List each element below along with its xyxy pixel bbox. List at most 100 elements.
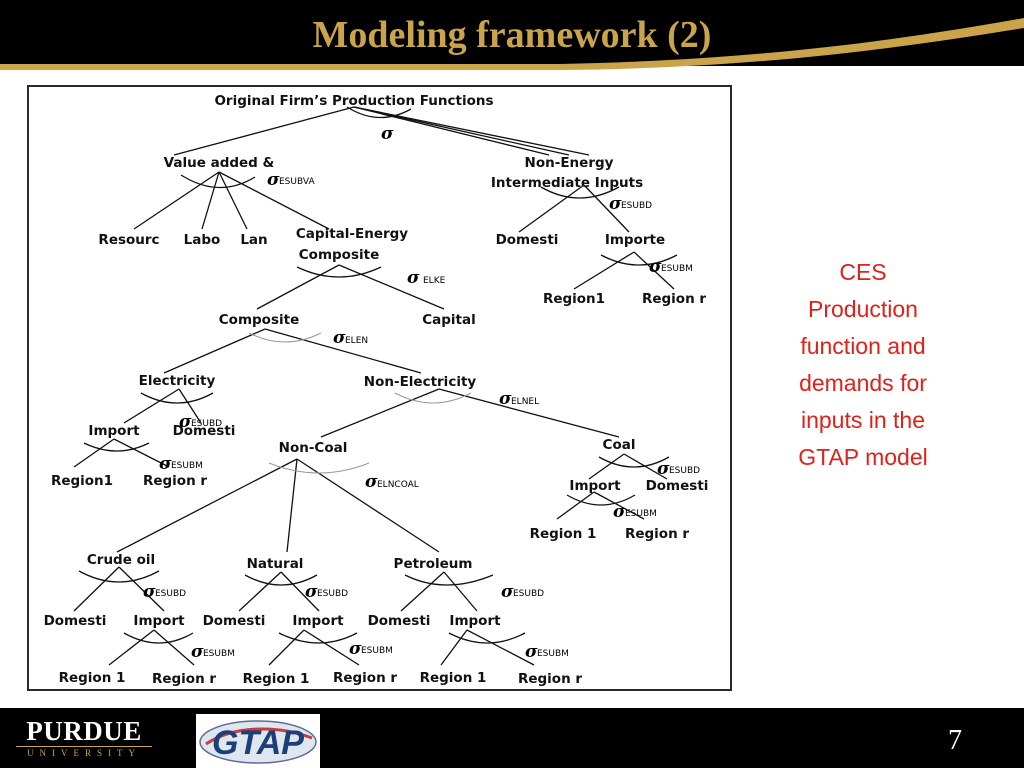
edge (113, 438, 170, 468)
elasticity-arc (268, 462, 370, 474)
edge (573, 251, 635, 290)
sigma-label: σ (349, 639, 362, 659)
sigma-label: σ (179, 412, 192, 432)
sigma-label: σ (333, 328, 346, 348)
sigma-esubd: ESUBD (621, 201, 652, 211)
sigma-root: σ (381, 124, 394, 144)
node-region-1: Region 1 (243, 671, 310, 687)
sigma-label: σ (501, 582, 514, 602)
purdue-name: PURDUE (26, 716, 142, 746)
node-crude-oil: Crude oil (87, 552, 155, 568)
elasticity-arc (296, 266, 382, 278)
edge (280, 571, 320, 612)
edge (556, 491, 595, 520)
edge (353, 106, 550, 156)
edge (443, 571, 478, 612)
node-labor: Labo (184, 232, 221, 248)
edge (588, 453, 625, 480)
node-domestic: Domesti (203, 613, 266, 629)
elasticity-arc (566, 494, 636, 506)
edge (116, 458, 298, 553)
node-region-r: Region r (333, 670, 397, 686)
node-domestic: Domesti (368, 613, 431, 629)
edge (466, 629, 535, 666)
sigma-esubm: ESUBM (661, 264, 693, 274)
node-coal: Coal (603, 437, 636, 453)
edge (173, 106, 355, 156)
node-domestic: Domesti (173, 423, 236, 439)
edge (238, 571, 282, 612)
sigma-esubd: ESUBD (317, 589, 348, 599)
sigma-elnel: ELNEL (511, 397, 539, 407)
edge (286, 458, 298, 553)
node-root: Original Firm’s Production Functions (214, 93, 493, 109)
edge (353, 106, 570, 156)
node-region-1: Region 1 (59, 670, 126, 686)
slide-title: Modeling framework (2) (312, 14, 712, 56)
footer-bar (0, 708, 1024, 768)
node-electricity: Electricity (139, 373, 216, 389)
node-non-energy-line2: Intermediate Inputs (491, 175, 643, 191)
sigma-label: σ (649, 257, 662, 277)
sigma-label: σ (613, 502, 626, 522)
edge (583, 184, 630, 233)
node-region-r: Region r (152, 671, 216, 687)
node-resource: Resourc (98, 232, 159, 248)
node-import: Import (88, 423, 140, 439)
node-region-r: Region r (143, 473, 207, 489)
edge (108, 629, 155, 666)
elasticity-arc (600, 254, 678, 266)
node-region-1: Region 1 (530, 526, 597, 542)
sigma-label: σ (267, 170, 280, 190)
sigma-esubm: ESUBM (361, 646, 393, 656)
sigma-esubd: ESUBD (191, 419, 222, 429)
edge (256, 264, 340, 310)
node-value-added: Value added & (164, 155, 275, 171)
side-note-line: inputs in the (800, 407, 926, 433)
ces-nesting-diagram: Original Firm’s Production Functions σ V… (44, 93, 709, 687)
side-note-line: function and (800, 333, 926, 359)
gtap-text: GTAP (212, 724, 304, 762)
sigma-label: σ (407, 268, 420, 288)
node-region1: Region1 (543, 291, 605, 307)
edge (400, 571, 445, 612)
node-region-r: Region r (518, 671, 582, 687)
sigma-esubm: ESUBM (203, 649, 235, 659)
elasticity-arc (404, 574, 494, 586)
side-note: CES Production function and demands for … (758, 254, 968, 476)
side-note-line: Production (808, 296, 918, 322)
edge (153, 629, 195, 666)
sigma-esubd: ESUBD (155, 589, 186, 599)
edge (123, 388, 180, 424)
edge (440, 629, 468, 666)
side-note-line: demands for (799, 370, 927, 396)
sigma-esubva: ESUBVA (279, 177, 315, 187)
node-domestic: Domesti (496, 232, 559, 248)
node-region-r: Region r (625, 526, 689, 542)
purdue-rule (16, 746, 152, 747)
elasticity-arc (180, 174, 256, 189)
node-land: Lan (240, 232, 267, 248)
node-imported: Importe (605, 232, 665, 248)
elasticity-arc (78, 570, 160, 583)
node-domestic: Domesti (44, 613, 107, 629)
elasticity-arc (248, 332, 322, 343)
node-region-1: Region 1 (420, 670, 487, 686)
edge (518, 184, 585, 233)
sigma-esubm: ESUBM (171, 461, 203, 471)
elasticity-arc (598, 456, 670, 468)
title-gold-swoosh (0, 18, 1024, 70)
edge (593, 491, 645, 520)
node-capital-energy-line1: Capital-Energy (296, 226, 408, 242)
elasticity-arc (123, 632, 194, 644)
edge (264, 328, 422, 374)
purdue-logo: PURDUE UNIVERSITY (14, 716, 154, 760)
elasticity-arc (278, 632, 358, 644)
sigma-elen: ELEN (345, 336, 368, 346)
node-import: Import (449, 613, 501, 629)
sigma-label: σ (657, 459, 670, 479)
sigma-label: σ (191, 642, 204, 662)
node-capital: Capital (422, 312, 476, 328)
node-import: Import (133, 613, 185, 629)
gtap-logo-art: GTAP (199, 720, 317, 764)
